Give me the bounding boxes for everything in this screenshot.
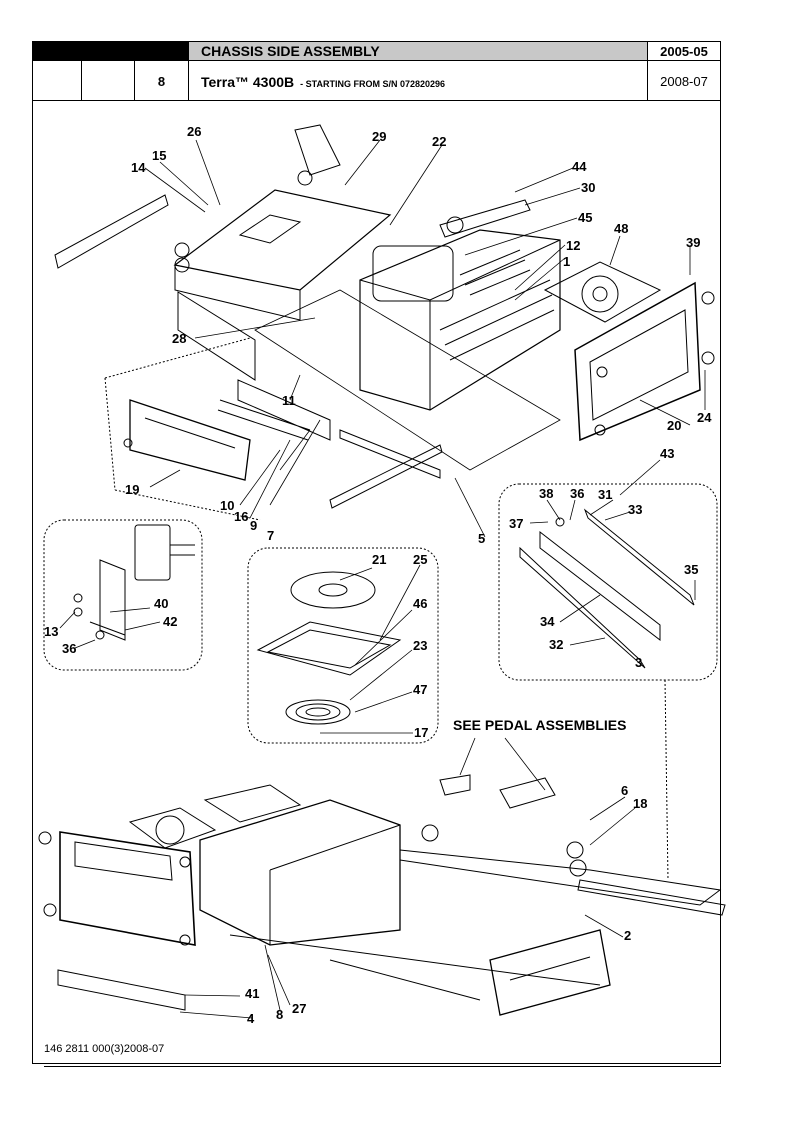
callout-label: 3 [635,655,642,670]
callout-label: 18 [633,796,647,811]
callout-label: 11 [282,393,296,408]
callout-labels: 1 2 3 4 5 6 7 8 9 10 11 12 13 14 15 16 1… [44,124,712,1026]
callout-label: 32 [549,637,563,652]
callout-label: 43 [660,446,674,461]
callout-label: 19 [125,482,139,497]
callout-label: 27 [292,1001,306,1016]
callout-label: 38 [539,486,553,501]
callout-label: 44 [572,159,587,174]
callout-label: 20 [667,418,681,433]
callout-label: 12 [566,238,580,253]
drawing-frame [32,101,721,1064]
callout-label: 25 [413,552,427,567]
callout-label: 8 [276,1007,283,1022]
callout-label: 1 [563,254,570,269]
date-bottom: 2008-07 [647,60,721,101]
callout-label: 24 [697,410,712,425]
detail-group-right [498,483,718,681]
model-note: - STARTING FROM S/N 072820296 [300,79,446,89]
model-brand: Terra™ 4300B [201,74,295,90]
callout-label: 26 [187,124,201,139]
callout-label: 21 [372,552,386,567]
see-pedal-assemblies-note: SEE PEDAL ASSEMBLIES [453,717,626,733]
callout-label: 40 [154,596,168,611]
callout-label: 48 [614,221,628,236]
callout-label: 17 [414,725,428,740]
callout-label: 6 [621,783,628,798]
detail-group-fan [247,547,439,744]
callout-label: 7 [267,528,274,543]
callout-label: 45 [578,210,592,225]
callout-label: 23 [413,638,427,653]
callout-label: 39 [686,235,700,250]
callout-label: 10 [220,498,234,513]
callout-label: 28 [172,331,186,346]
callout-label: 30 [581,180,595,195]
callout-label: 42 [163,614,177,629]
callout-label: 33 [628,502,642,517]
callout-label: 37 [509,516,523,531]
footer-doc-code: 146 2811 000(3)2008-07 [44,1043,165,1055]
callout-label: 46 [413,596,427,611]
callout-label: 35 [684,562,698,577]
callout-label: 13 [44,624,58,639]
header-table: CHASSIS SIDE ASSEMBLY 2005-05 8 Terra™ 4… [32,41,721,101]
callout-label: 9 [250,518,257,533]
model-line: Terra™ 4300B - STARTING FROM S/N 07282029… [188,60,648,101]
callout-label: 36 [62,641,76,656]
callout-label: 5 [478,531,485,546]
callout-label: 15 [152,148,166,163]
callout-label: 47 [413,682,427,697]
callout-label: 36 [570,486,584,501]
detail-group-left [43,519,203,671]
callout-label: 14 [131,160,146,175]
callout-label: 41 [245,986,259,1001]
callout-label: 16 [234,509,248,524]
callout-label: 4 [247,1011,255,1026]
callout-label: 22 [432,134,446,149]
callout-label: 31 [598,487,612,502]
callout-label: 29 [372,129,386,144]
footer-rule [44,1066,721,1067]
callout-label: 2 [624,928,631,943]
callout-label: 34 [540,614,555,629]
